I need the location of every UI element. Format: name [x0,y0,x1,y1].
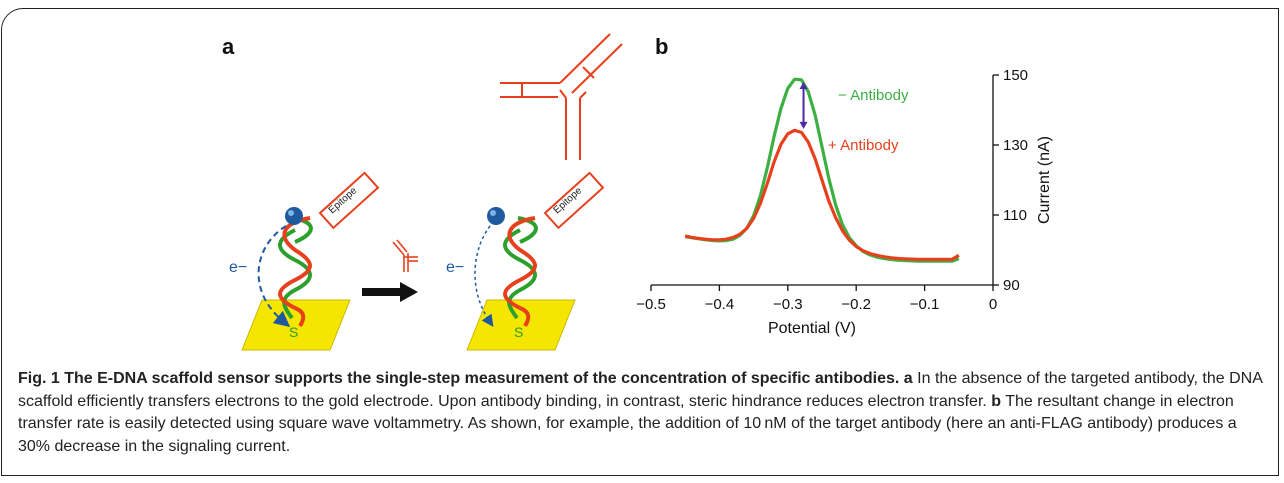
figure-frame [1,8,1279,476]
reaction-arrow [362,282,418,302]
panel-a-schematic: Epitope e− S Epitope e− S [229,33,623,351]
sulfur-label-left: S [289,324,298,340]
x-tick-label: −0.4 [705,296,735,313]
redox-highlight-left [288,210,294,216]
series-minus-antibody [684,77,960,263]
electron-label-right: e− [446,259,464,276]
x-tick-label: −0.1 [910,296,940,313]
epitope-box-right [543,171,605,230]
panel-b-chart: −0.5 −0.4 −0.3 −0.2 −0.1 0 90 110 130 150Potentia… [636,67,1053,337]
caption-ref-a: a [903,370,913,387]
caption-fig-label: Fig. 1 [18,370,60,387]
y-tick-label: 130 [1003,137,1028,154]
antibody-small-icon [392,239,418,272]
difference-arrow-head-top [799,82,808,89]
caption-ref-b: b [991,392,1002,410]
difference-arrow-head-bottom [799,121,808,129]
legend-minus-antibody: − Antibody [838,87,909,104]
y-tick-label: 90 [1003,277,1020,294]
x-axis-label: Potential (V) [768,320,856,337]
electron-path-left [257,225,291,328]
y-tick-label: 110 [1003,207,1027,224]
epitope-box-left [318,171,380,230]
electron-label-left: e− [229,259,247,276]
y-tick-label: 150 [1003,67,1028,84]
dna-strand-red-right [503,216,537,328]
caption-text-b: The resultant change in electron transfe… [18,392,1237,455]
panel-a-label: a [222,34,235,59]
y-axis-label: Current (nA) [1036,136,1053,224]
gold-electrode-right [466,299,576,351]
caption-title: The E-DNA scaffold sensor supports the s… [64,370,900,387]
redox-highlight-right [490,210,496,216]
electron-path-right [474,225,494,327]
left-construct: Epitope e− S [229,171,380,351]
antibody-large [500,33,623,160]
x-tick-label: −0.3 [773,296,803,313]
legend-plus-antibody: + Antibody [828,137,899,154]
plot-area: −0.5 −0.4 −0.3 −0.2 −0.1 0 90 110 130 150Potentia… [636,67,1053,337]
figure-caption: Fig. 1 The E-DNA scaffold sensor support… [18,368,1268,458]
sulfur-label-right: S [514,324,523,340]
x-tick-label: −0.5 [636,296,666,313]
gold-electrode-left [241,299,351,351]
series-plus-antibody [684,128,960,261]
dna-strand-red-left [278,216,312,328]
x-tick-label: 0 [989,296,997,313]
caption-text-a: In the absence of the targeted antibody,… [18,370,1262,410]
panel-b-label: b [655,34,669,59]
x-tick-label: −0.2 [841,296,871,313]
